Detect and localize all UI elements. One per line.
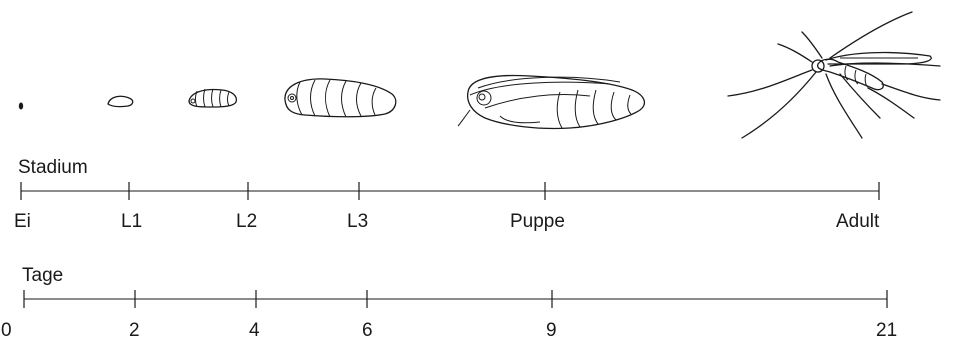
- stage-label-l3: L3: [347, 212, 368, 231]
- day-label-6: 6: [362, 321, 373, 340]
- day-label-0: 0: [1, 321, 12, 340]
- larva-l1-illustration: [108, 96, 133, 106]
- day-timeline-axis: [24, 290, 887, 308]
- day-timeline-title: Tage: [22, 266, 63, 285]
- stage-timeline-axis: [21, 182, 879, 200]
- stage-timeline-title: Stadium: [18, 158, 88, 177]
- day-label-21: 21: [876, 321, 897, 340]
- adult-fly-illustration: [728, 12, 940, 138]
- stage-label-adult: Adult: [836, 212, 879, 231]
- stage-label-ei: Ei: [14, 212, 31, 231]
- egg-illustration: [19, 103, 23, 110]
- pupa-illustration: [458, 76, 644, 129]
- day-label-4: 4: [249, 321, 260, 340]
- stage-label-puppe: Puppe: [510, 212, 565, 231]
- day-label-9: 9: [546, 321, 557, 340]
- stage-label-l2: L2: [236, 212, 257, 231]
- day-label-2: 2: [129, 321, 140, 340]
- larva-l2-illustration: [189, 89, 236, 107]
- larva-l3-illustration: [285, 79, 396, 117]
- stage-label-l1: L1: [121, 212, 142, 231]
